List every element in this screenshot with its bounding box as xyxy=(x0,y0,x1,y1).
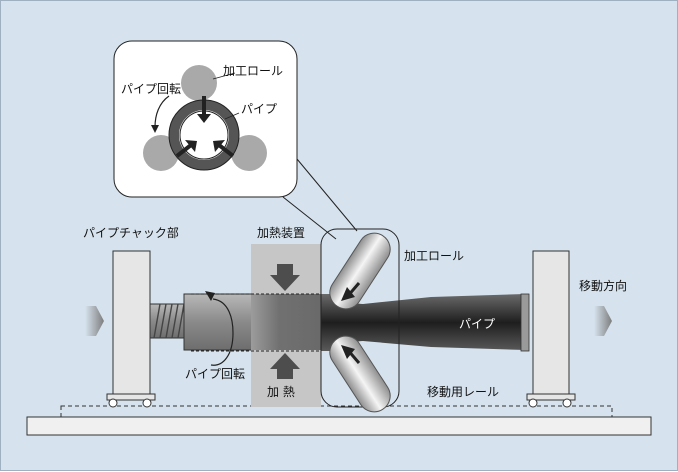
end-wheel-right xyxy=(562,398,572,408)
inset-roll-top xyxy=(181,65,217,101)
inset-roll-right xyxy=(231,135,267,171)
chuck-post-base xyxy=(106,393,156,401)
label-pipe-main: パイプ xyxy=(459,317,495,331)
pipe-end-cap xyxy=(520,293,530,352)
callout-line-2 xyxy=(282,196,337,240)
chuck-wheel-left xyxy=(108,398,118,408)
rail-outline xyxy=(60,405,613,418)
inset-arrow-right xyxy=(213,140,225,152)
chuck-shaft xyxy=(149,303,187,339)
end-wheel-left xyxy=(528,398,538,408)
direction-arrow-left xyxy=(85,306,104,336)
base-platform xyxy=(26,416,652,436)
callout-line-1 xyxy=(296,158,358,232)
label-inset-rotation: パイプ回転 xyxy=(121,82,181,96)
label-chuck: パイプチャック部 xyxy=(83,225,179,240)
heat-arrow-down xyxy=(270,264,300,291)
pipe-body xyxy=(183,293,255,351)
roll-enclosure xyxy=(320,228,400,408)
pipe-formed xyxy=(321,294,525,351)
pipe-in-heater xyxy=(251,294,321,350)
pipe-rotation-arrowhead xyxy=(205,291,215,301)
label-heater: 加熱装置 xyxy=(257,226,305,240)
label-rail: 移動用レール xyxy=(427,385,499,399)
shaft-thread xyxy=(153,303,185,339)
inset-arrow-left xyxy=(185,140,197,152)
chuck-wheel-right xyxy=(142,398,152,408)
label-inset-roll: 加工ロール xyxy=(223,64,283,78)
label-direction: 移動方向 xyxy=(579,278,627,293)
chuck-post xyxy=(112,250,151,400)
pipe-rotation-arrow xyxy=(210,298,234,366)
end-post-base xyxy=(526,393,576,401)
roll-lower xyxy=(329,335,391,413)
end-post xyxy=(532,250,570,400)
heat-arrow-up xyxy=(270,353,300,379)
direction-arrow-right xyxy=(594,306,612,336)
label-rotation-main: パイプ回転 xyxy=(185,367,245,381)
inset-rotation-arrowhead xyxy=(151,125,159,133)
roll-upper xyxy=(329,232,391,310)
label-heat: 加 熱 xyxy=(267,385,295,399)
label-inset-pipe: パイプ xyxy=(241,102,277,116)
inset-arrow-top xyxy=(197,114,211,123)
inset-rotation-arrow xyxy=(154,95,170,128)
label-roll-main: 加工ロール xyxy=(404,249,464,263)
